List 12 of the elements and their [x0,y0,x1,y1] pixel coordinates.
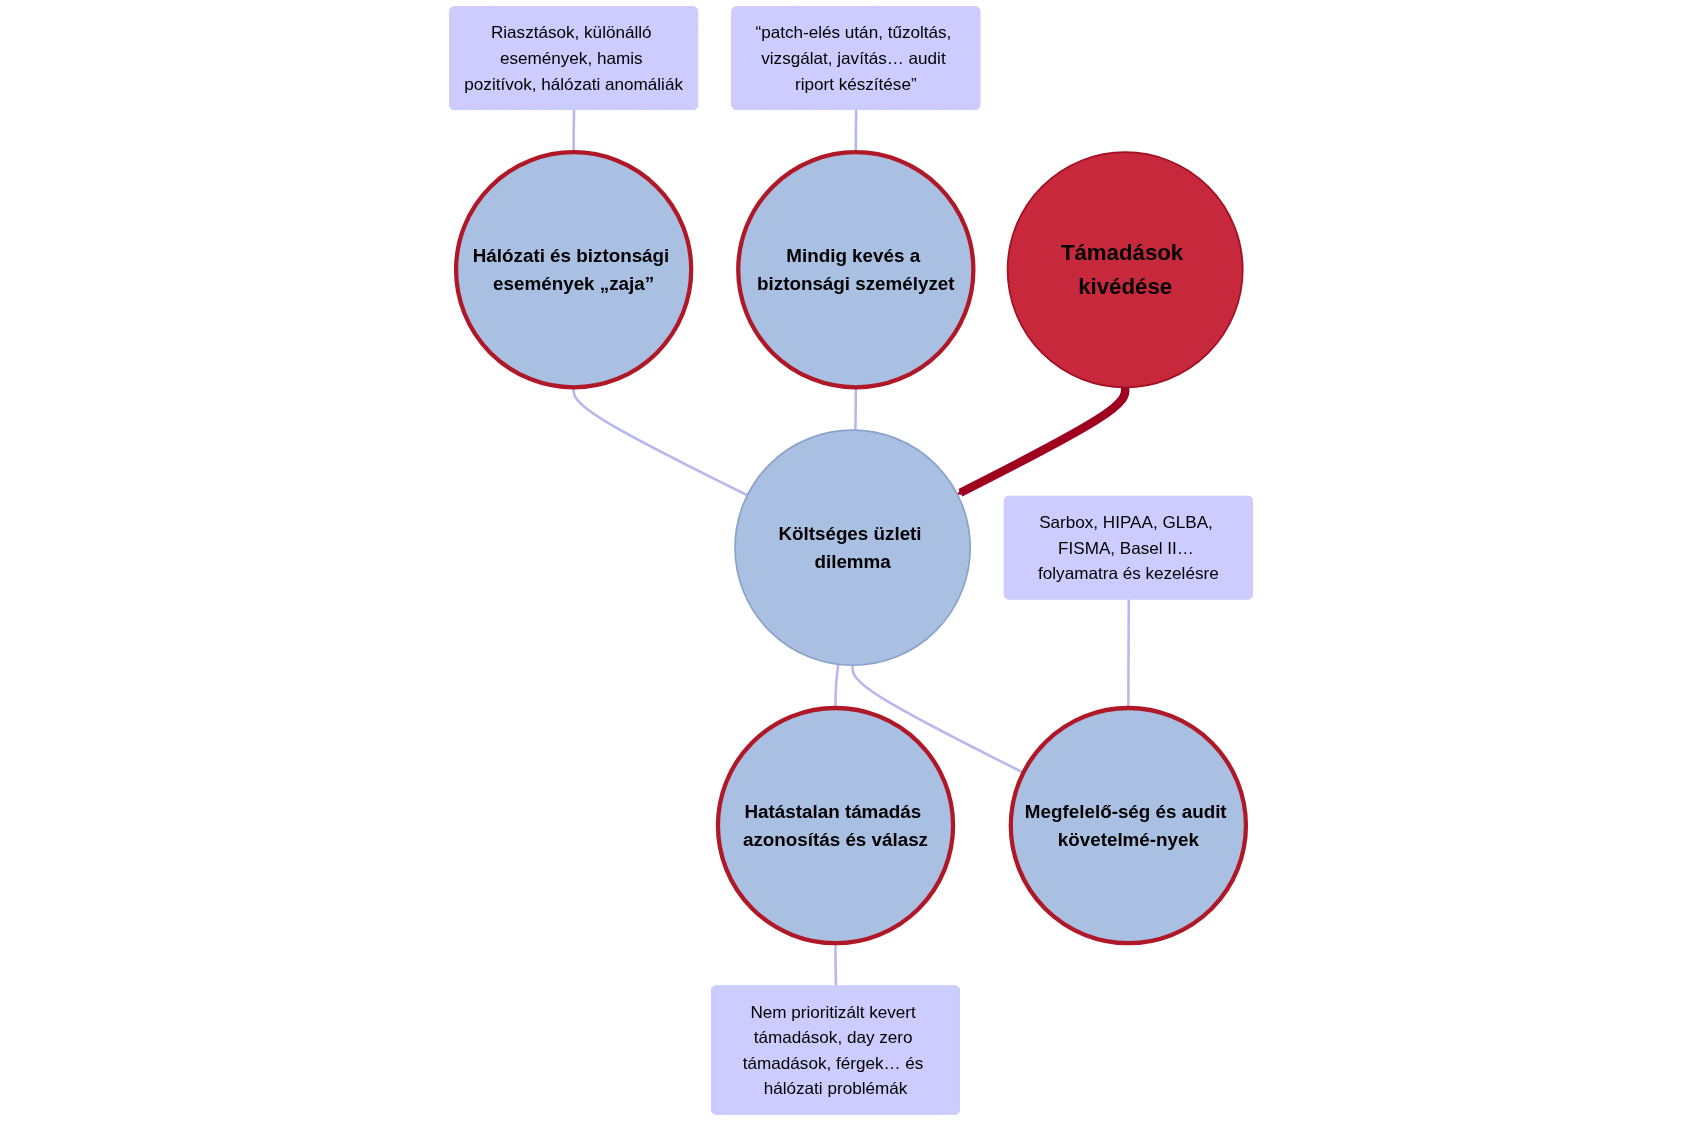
node-circle: Mindig kevés a biztonsági személyzet [736,150,976,390]
connector [851,665,1024,774]
node-circle: Megfelelő-ség és audit követelmé-nyek [1008,705,1249,946]
connector [834,664,840,708]
node-circle: Hálózati és biztonsági események „zaja” [453,150,694,390]
connector [854,387,858,431]
node-circle: Hatástalan támadás azonosítás és válasz [715,705,956,946]
node-circle: Költséges üzleti dilemma [734,429,972,667]
connector [834,943,838,987]
node-circle: Támadások kivédése [1006,151,1244,389]
connector [572,387,748,497]
connector [1127,599,1131,708]
